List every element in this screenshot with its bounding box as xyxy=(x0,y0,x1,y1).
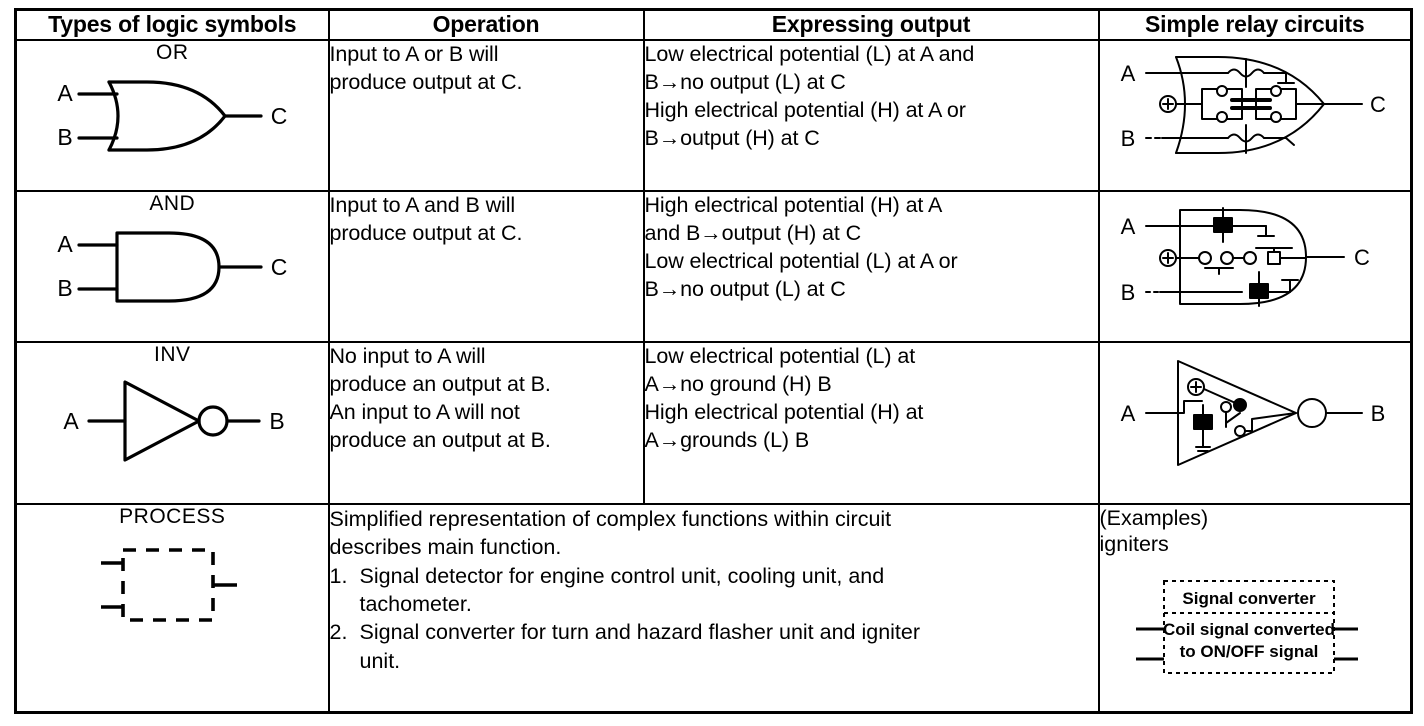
symbol-name-and: AND xyxy=(149,191,196,215)
signal-converter-title: Signal converter xyxy=(1182,589,1316,608)
output-line: Low electrical potential (L) at xyxy=(644,343,916,368)
output-line: High electrical potential (H) at A xyxy=(644,192,943,217)
output-line: B→output (H) at C xyxy=(644,125,820,150)
header-expressing-output: Expressing output xyxy=(642,8,1100,41)
output-line: A→no ground (H) B xyxy=(644,371,832,396)
operation-cell-inv: No input to A will produce an output at … xyxy=(327,340,645,505)
process-description-line: describes main function. xyxy=(329,535,562,560)
examples-item-igniters: igniters xyxy=(1099,532,1169,557)
or-relay-label-b: B xyxy=(1120,126,1135,151)
header-operation: Operation xyxy=(327,8,645,41)
operation-line: produce output at C. xyxy=(329,220,523,245)
and-input-label-a: A xyxy=(58,231,74,257)
logic-symbol-cell-inv: INV A B xyxy=(14,340,330,505)
output-line: High electrical potential (H) at xyxy=(644,399,924,424)
and-relay-label-b: B xyxy=(1120,280,1135,305)
process-numbered-list: 1. Signal detector for engine control un… xyxy=(330,562,1098,676)
operation-line: An input to A will not xyxy=(329,399,520,424)
and-relay-label-c: C xyxy=(1354,245,1370,270)
symbol-name-process: PROCESS xyxy=(119,504,226,528)
or-input-label-b: B xyxy=(58,124,73,150)
header-types-of-logic-symbols: Types of logic symbols xyxy=(14,8,330,41)
and-relay-circuit-diagram: A B C xyxy=(1120,206,1370,307)
logic-symbol-cell-process: PROCESS xyxy=(14,502,330,714)
expressing-output-cell-inv: Low electrical potential (L) at A→no gro… xyxy=(642,340,1100,505)
or-relay-circuit-diagram: A B C xyxy=(1120,56,1386,154)
list-item: 2. Signal converter for turn and hazard … xyxy=(330,618,1098,675)
output-line: and B→output (H) at C xyxy=(644,220,862,245)
output-line: B→no output (L) at C xyxy=(644,276,846,301)
relay-circuit-cell-inv: A B xyxy=(1097,340,1413,505)
or-output-label-c: C xyxy=(271,103,288,129)
symbol-name-or: OR xyxy=(156,41,189,64)
table-row-process: PROCESS Simplified representation of com… xyxy=(14,502,1413,714)
header-simple-relay-circuits: Simple relay circuits xyxy=(1097,8,1413,41)
output-line: A→grounds (L) B xyxy=(644,427,810,452)
table-row-and: AND A B C Input to A and B xyxy=(14,189,1413,343)
inv-input-label-a: A xyxy=(64,408,80,434)
inverter-gate-symbol-icon: A B xyxy=(64,380,285,462)
list-item-line: Signal detector for engine control unit,… xyxy=(359,563,885,588)
and-input-label-b: B xyxy=(58,275,73,301)
examples-label: (Examples) xyxy=(1099,505,1209,530)
operation-cell-or: Input to A or B will produce output at C… xyxy=(327,39,645,192)
logic-symbol-cell-or: OR A B C xyxy=(14,39,330,192)
and-relay-label-a: A xyxy=(1120,214,1135,239)
inv-output-label-b: B xyxy=(270,408,285,434)
or-relay-label-c: C xyxy=(1370,92,1386,117)
logic-symbols-table: Types of logic symbols Operation Express… xyxy=(14,8,1413,714)
expressing-output-cell-or: Low electrical potential (L) at A and B→… xyxy=(642,39,1100,192)
operation-line: produce an output at B. xyxy=(329,427,551,452)
expressing-output-cell-and: High electrical potential (H) at A and B… xyxy=(642,189,1100,343)
or-input-label-a: A xyxy=(58,80,74,106)
table-row-inv: INV A B No input to A will pr xyxy=(14,340,1413,505)
list-item: 1. Signal detector for engine control un… xyxy=(330,562,1098,619)
inv-relay-label-b: B xyxy=(1370,401,1385,426)
inv-relay-label-a: A xyxy=(1120,401,1135,426)
inv-relay-circuit-diagram: A B xyxy=(1120,359,1385,466)
operation-line: produce output at C. xyxy=(329,69,523,94)
operation-line: produce an output at B. xyxy=(329,371,551,396)
operation-line: Input to A and B will xyxy=(329,192,516,217)
and-gate-symbol-icon: A B C xyxy=(58,231,288,303)
logic-symbol-cell-and: AND A B C xyxy=(14,189,330,343)
list-item-number: 2. xyxy=(329,620,348,645)
output-line: Low electrical potential (L) at A and xyxy=(644,42,975,66)
list-item-number: 1. xyxy=(329,563,348,588)
or-gate-symbol-icon: A B C xyxy=(58,80,288,152)
process-block-symbol-icon xyxy=(101,548,238,622)
signal-converter-body-line: Coil signal converted xyxy=(1163,620,1335,639)
output-line: Low electrical potential (L) at A or xyxy=(644,248,958,273)
and-output-label-c: C xyxy=(271,254,288,280)
process-description-cell: Simplified representation of complex fun… xyxy=(327,502,1100,714)
or-relay-label-a: A xyxy=(1120,61,1135,86)
output-line: High electrical potential (H) at A or xyxy=(644,97,966,122)
list-item-line: unit. xyxy=(359,648,401,673)
operation-line: No input to A will xyxy=(329,343,486,368)
list-item-line: Signal converter for turn and hazard fla… xyxy=(359,620,921,645)
operation-cell-and: Input to A and B will produce output at … xyxy=(327,189,645,343)
signal-converter-diagram-wrap: Signal converter Coil signal converted t… xyxy=(1100,573,1411,691)
output-line: B→no output (L) at C xyxy=(644,69,846,94)
signal-converter-body-line: to ON/OFF signal xyxy=(1179,642,1318,661)
process-examples-cell: (Examples) igniters xyxy=(1097,502,1413,714)
operation-line: Input to A or B will xyxy=(329,42,499,66)
list-item-line: tachometer. xyxy=(359,592,472,617)
signal-converter-diagram: Signal converter Coil signal converted t… xyxy=(1135,580,1358,675)
relay-circuit-cell-and: A B C xyxy=(1097,189,1413,343)
relay-circuit-cell-or: A B C xyxy=(1097,39,1413,192)
symbol-name-inv: INV xyxy=(153,342,191,366)
table-row-or: OR A B C Inp xyxy=(14,39,1413,192)
table-header-row: Types of logic symbols Operation Express… xyxy=(14,8,1413,41)
process-description-line: Simplified representation of complex fun… xyxy=(329,506,892,531)
